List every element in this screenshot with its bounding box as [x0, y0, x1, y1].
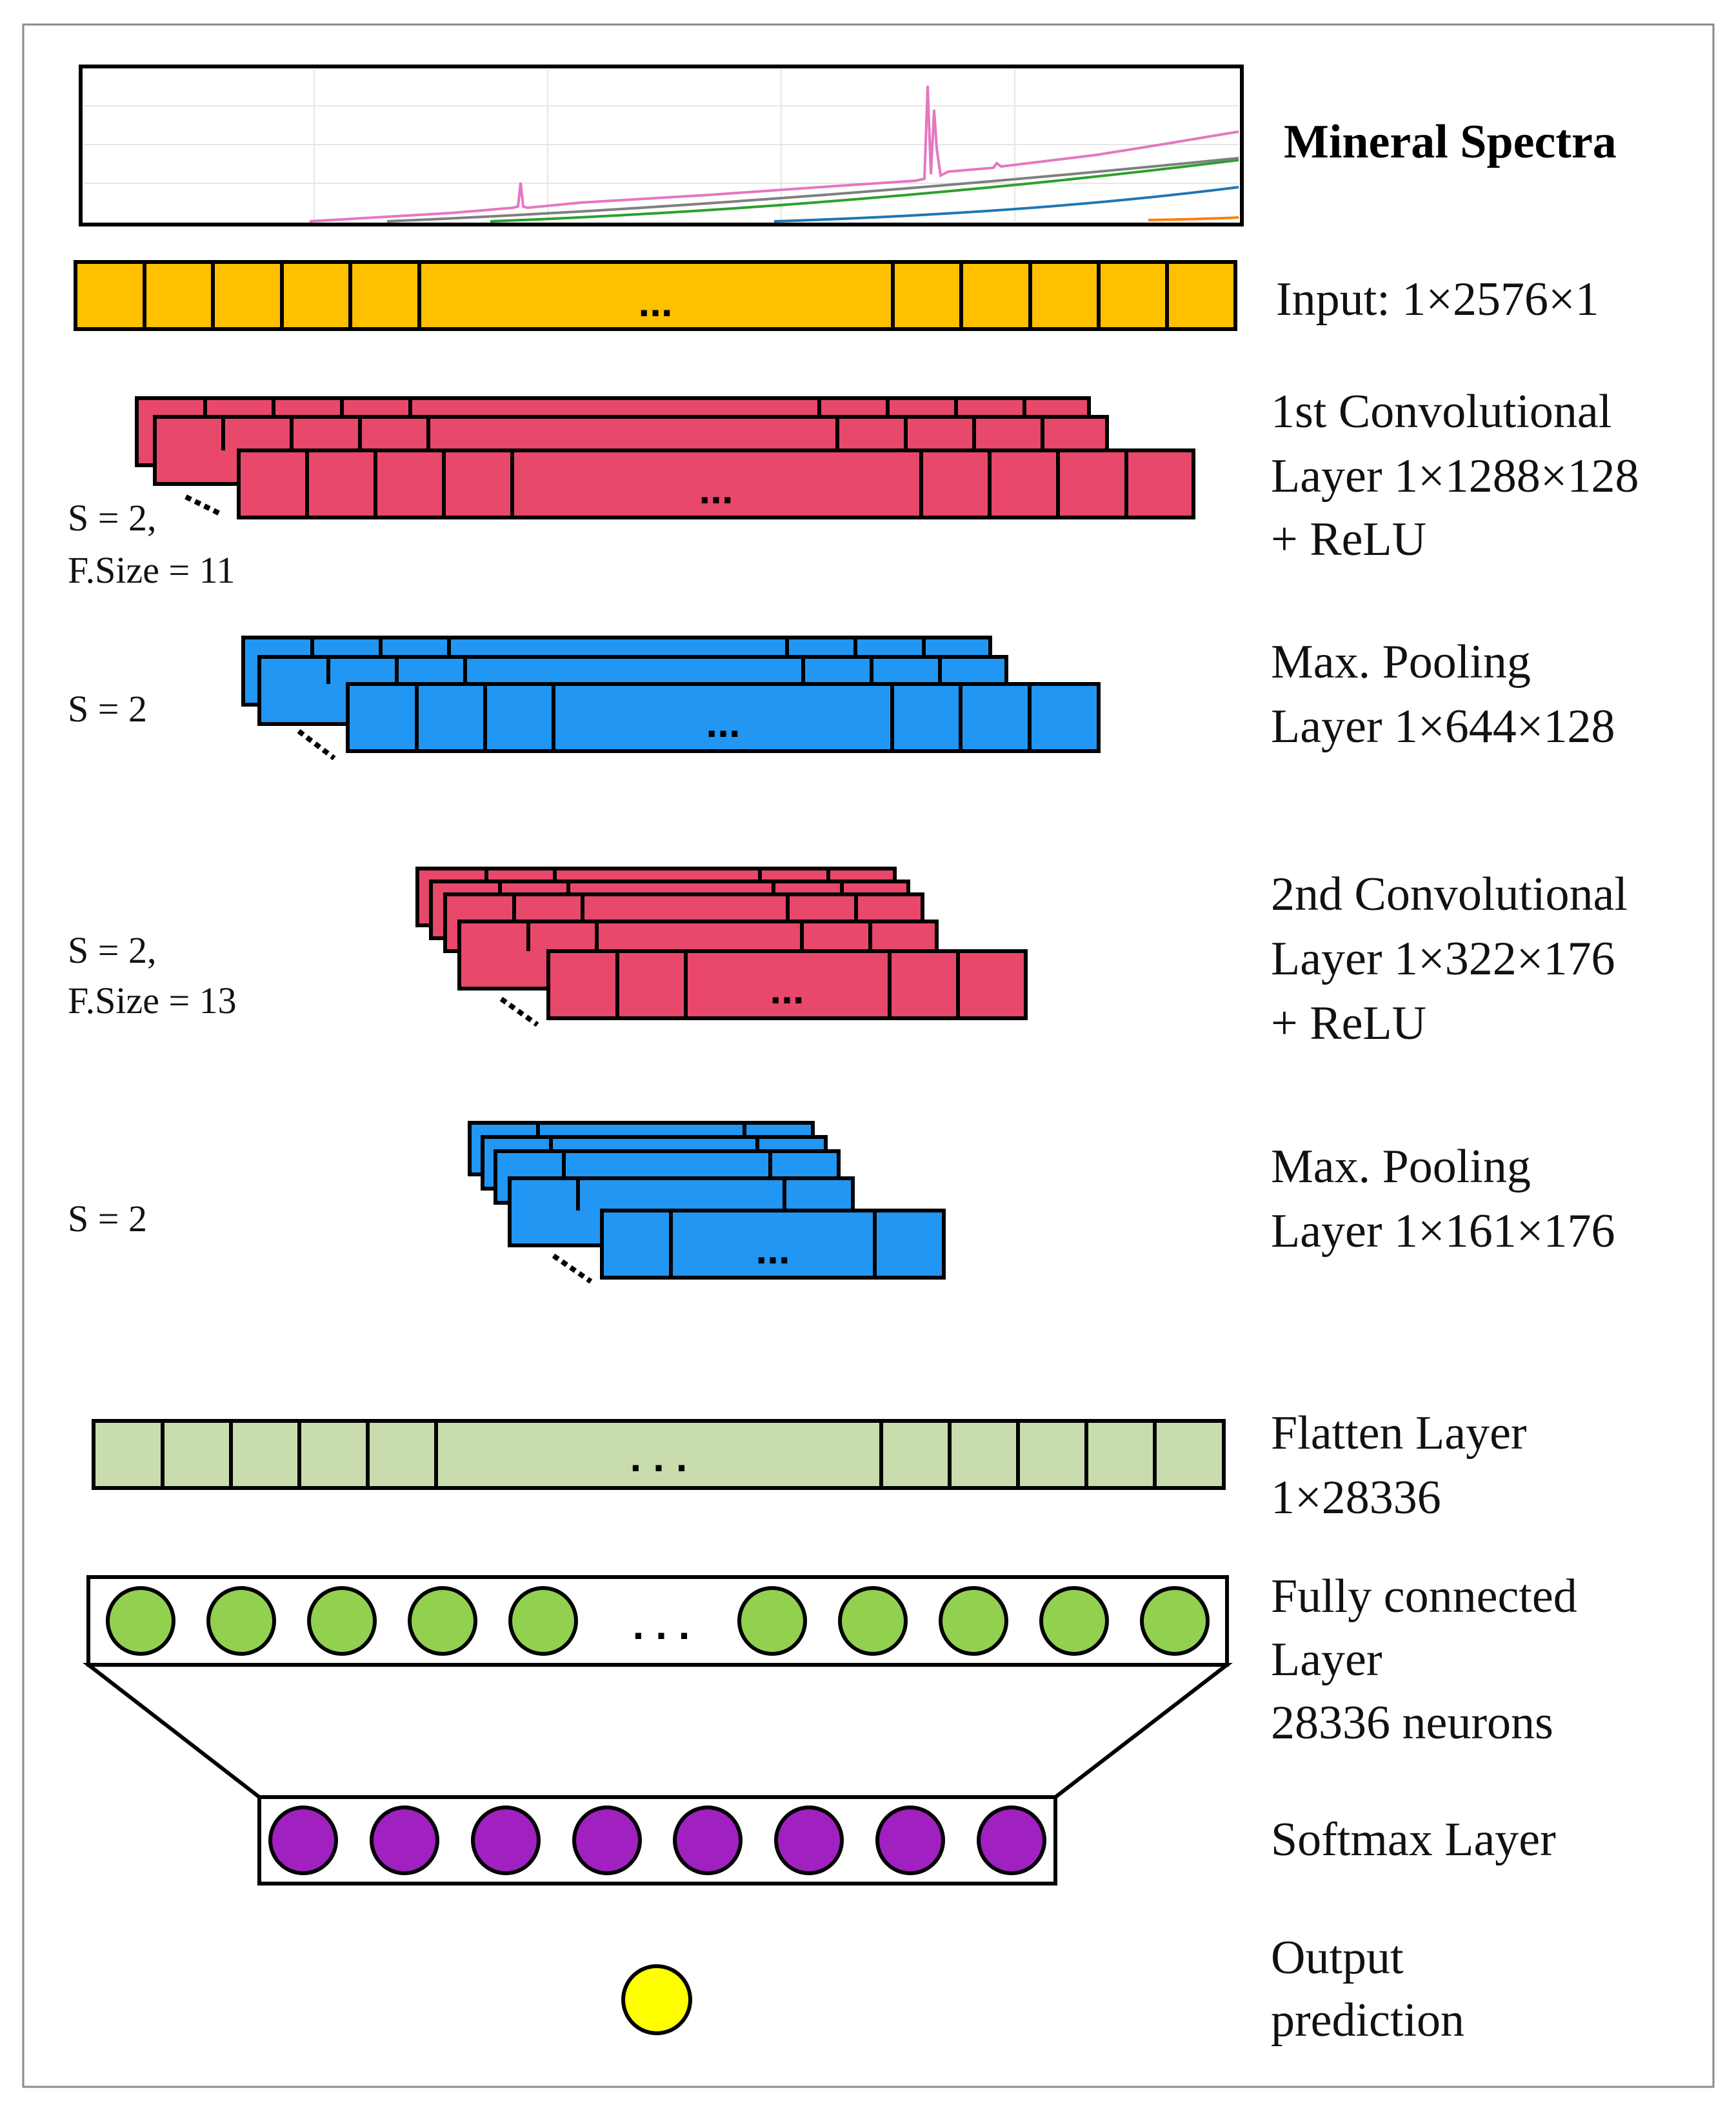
softmax-label: Softmax Layer [1271, 1813, 1556, 1866]
fc-neuron [307, 1586, 377, 1656]
pool2-ellipsis: ... [755, 1226, 790, 1272]
fc-neuron [737, 1586, 807, 1656]
conv1-filter-front [237, 448, 1195, 519]
fc-label-line1: Fully connected [1271, 1570, 1577, 1623]
pool1-cell-dividers [310, 638, 1032, 751]
conv1-stack-depth-dots [185, 494, 223, 517]
conv1-label-line1: 1st Convolutional [1271, 385, 1611, 438]
conv2-label-line3: + ReLU [1271, 997, 1426, 1050]
fully-connected-layer: . . . Fully connected Layer 28336 neuron… [83, 1570, 1577, 1799]
fc-neuron [508, 1586, 578, 1656]
pool1-layer: ... S = 2 Max. Pooling Layer 1×644×128 [68, 636, 1615, 761]
pool2-cell-dividers [536, 1123, 877, 1278]
conv1-label-line2: Layer 1×1288×128 [1271, 450, 1639, 503]
conv2-stack-depth-dots [499, 996, 539, 1027]
softmax-neuron [673, 1805, 743, 1875]
pool1-filter-front [346, 682, 1101, 753]
output-layer: Output prediction [621, 1931, 1464, 2047]
input-layer-bar [74, 260, 1237, 331]
softmax-neuron [471, 1805, 541, 1875]
fc-ellipsis: . . . [633, 1602, 690, 1648]
softmax-neuron [977, 1805, 1046, 1875]
input-layer: ... Input: 1×2576×1 [74, 260, 1599, 331]
conv2-stride-label: S = 2, [68, 929, 156, 971]
conv2-cell-dividers [484, 869, 960, 1018]
input-layer-ellipsis: ... [638, 279, 672, 325]
flatten-layer: . . . Flatten Layer 1×28336 [92, 1407, 1527, 1524]
fc-label-line2: Layer [1271, 1633, 1382, 1686]
spectra-plot-frame [79, 65, 1244, 226]
softmax-neuron [774, 1805, 844, 1875]
conv1-stride-label: S = 2, [68, 497, 156, 539]
flatten-layer-ellipsis: . . . [630, 1434, 688, 1480]
flatten-layer-cell-dividers [161, 1421, 1157, 1488]
conv2-filter-size-label: F.Size = 13 [68, 980, 237, 1021]
fc-neuron [206, 1586, 276, 1656]
fc-layer-box [86, 1575, 1229, 1667]
spectra-gridlines [84, 70, 1239, 221]
pool1-label-line1: Max. Pooling [1271, 636, 1531, 689]
pool2-layer: ... S = 2 Max. Pooling Layer 1×161×176 [68, 1121, 1615, 1284]
fc-to-softmax-connection [83, 1663, 1233, 1799]
softmax-neuron [875, 1805, 945, 1875]
fc-neuron [106, 1586, 175, 1656]
softmax-layer: Softmax Layer [257, 1795, 1556, 1886]
output-neuron [621, 1964, 692, 2035]
conv2-filter-front [546, 949, 1028, 1020]
conv2-ellipsis: ... [770, 966, 804, 1012]
conv1-cell-dividers [203, 398, 1128, 518]
fc-neurons [106, 1586, 1210, 1656]
spectrum-green-line [490, 159, 1239, 223]
fc-neuron [939, 1586, 1008, 1656]
spectrum-orange-line [1148, 216, 1239, 221]
softmax-neuron [572, 1805, 642, 1875]
diagram-title: Mineral Spectra [1284, 116, 1617, 168]
fc-neuron [1039, 1586, 1109, 1656]
fc-neuron [408, 1586, 477, 1656]
conv1-ellipsis: ... [699, 466, 733, 512]
pool2-filter-front [600, 1209, 946, 1280]
pool2-label-line2: Layer 1×161×176 [1271, 1205, 1615, 1258]
conv1-layer: ... S = 2, F.Size = 11 1st Convolutional… [68, 385, 1639, 591]
pool2-stack-depth-dots [552, 1253, 593, 1284]
conv2-layer: ... S = 2, F.Size = 13 2nd Convolutional… [68, 867, 1628, 1050]
flatten-label-line2: 1×28336 [1271, 1471, 1441, 1524]
fc-neuron [838, 1586, 908, 1656]
fc-neuron [1140, 1586, 1210, 1656]
input-layer-cell-dividers [143, 262, 1169, 329]
pool1-stack-depth-dots [297, 729, 336, 761]
spectrum-gray-line [386, 157, 1239, 223]
output-label-line1: Output [1271, 1931, 1404, 1984]
spectra-panel: Mineral Spectra [79, 65, 1617, 226]
output-label-line2: prediction [1271, 1994, 1464, 2047]
pool2-label-line1: Max. Pooling [1271, 1140, 1531, 1193]
flatten-label-line1: Flatten Layer [1271, 1407, 1527, 1460]
conv1-filter-size-label: F.Size = 11 [68, 549, 235, 591]
conv2-label-line2: Layer 1×322×176 [1271, 932, 1615, 985]
spectrum-blue-line [773, 186, 1239, 223]
pool1-stride-label: S = 2 [68, 688, 147, 730]
flatten-layer-bar [92, 1419, 1226, 1490]
softmax-neuron [370, 1805, 439, 1875]
softmax-neuron [268, 1805, 338, 1875]
input-layer-label: Input: 1×2576×1 [1276, 273, 1599, 326]
pool1-ellipsis: ... [706, 699, 740, 746]
spectrum-pink-line [309, 85, 1239, 223]
conv2-label-line1: 2nd Convolutional [1271, 868, 1628, 921]
pool2-stride-label: S = 2 [68, 1198, 147, 1240]
softmax-neurons [268, 1805, 1046, 1875]
pool1-label-line2: Layer 1×644×128 [1271, 700, 1615, 753]
conv1-label-line3: + ReLU [1271, 513, 1426, 566]
fc-label-line3: 28336 neurons [1271, 1696, 1553, 1749]
